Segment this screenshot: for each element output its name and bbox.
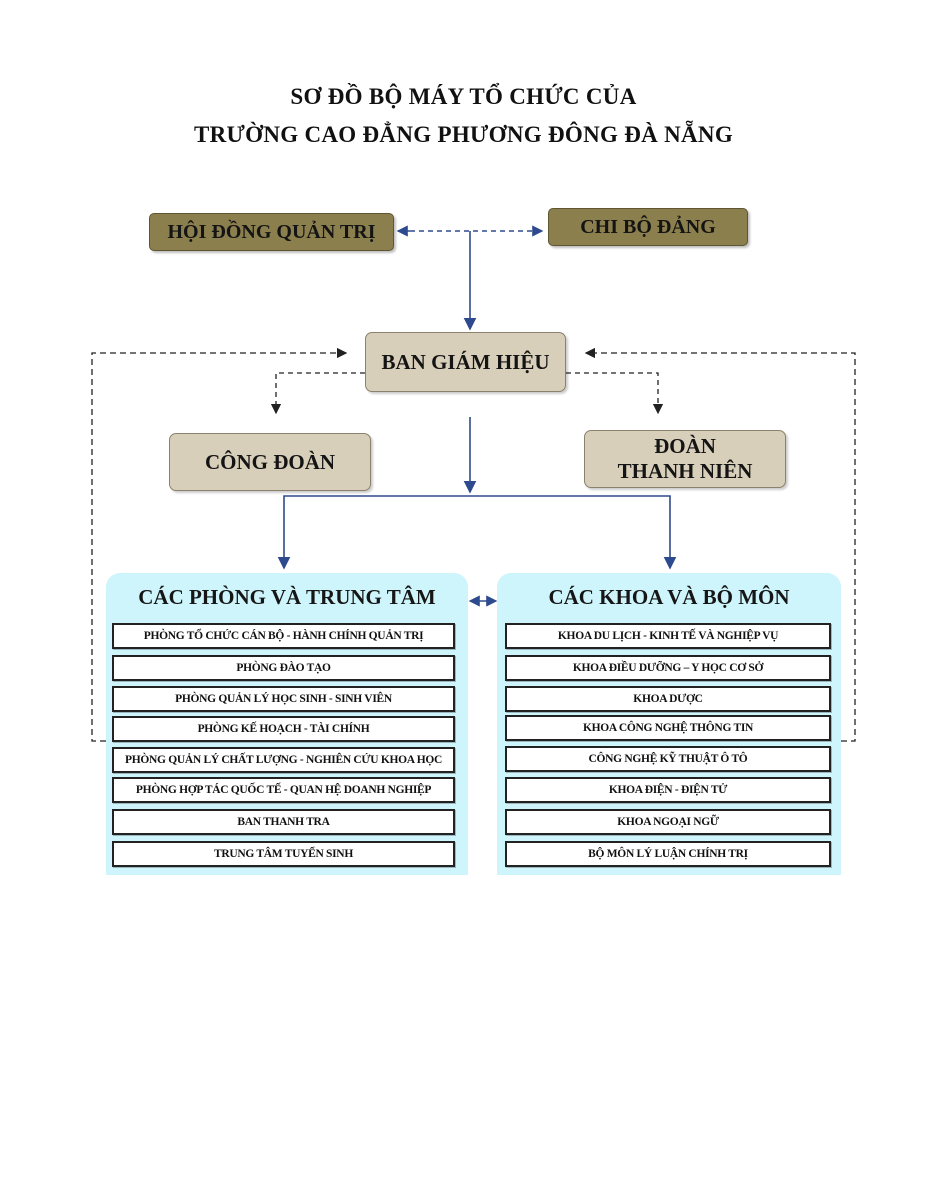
- node-cong-doan: CÔNG ĐOÀN: [169, 433, 371, 491]
- list-item-right-4: CÔNG NGHỆ KỸ THUẬT Ô TÔ: [505, 746, 831, 772]
- list-item-right-7: BỘ MÔN LÝ LUẬN CHÍNH TRỊ: [505, 841, 831, 867]
- list-item-right-3: KHOA CÔNG NGHỆ THÔNG TIN: [505, 715, 831, 741]
- list-item-right-1: KHOA ĐIỀU DƯỠNG – Y HỌC CƠ SỞ: [505, 655, 831, 681]
- node-hoi-dong-quan-tri: HỘI ĐỒNG QUẢN TRỊ: [149, 213, 394, 251]
- node-ban-giam-hieu-label: BAN GIÁM HIỆU: [381, 349, 550, 374]
- branch-right: [470, 495, 677, 570]
- node-chi-bo-dang: CHI BỘ ĐẢNG: [548, 208, 748, 246]
- node-chi-bo-dang-label: CHI BỘ ĐẢNG: [580, 215, 716, 238]
- branch-left: [277, 495, 470, 570]
- panel-khoa-bo-mon-title: CÁC KHOA VÀ BỘ MÔN: [548, 585, 790, 609]
- node-doan-thanh-nien-line2: THANH NIÊN: [617, 459, 753, 483]
- list-item-right-5: KHOA ĐIỆN - ĐIỆN TỬ: [505, 777, 831, 803]
- panel-phong-trung-tam-title: CÁC PHÒNG VÀ TRUNG TÂM: [138, 585, 436, 609]
- list-item-left-7: TRUNG TÂM TUYỂN SINH: [112, 841, 455, 867]
- list-item-right-2: KHOA DƯỢC: [505, 686, 831, 712]
- node-ban-giam-hieu: BAN GIÁM HIỆU: [365, 332, 566, 392]
- list-item-left-0: PHÒNG TỔ CHỨC CÁN BỘ - HÀNH CHÍNH QUẢN T…: [112, 623, 455, 649]
- list-item-left-3: PHÒNG KẾ HOẠCH - TÀI CHÍNH: [112, 716, 455, 742]
- list-item-right-0: KHOA DU LỊCH - KINH TẾ VÀ NGHIỆP VỤ: [505, 623, 831, 649]
- list-item-left-5: PHÒNG HỢP TÁC QUỐC TẾ - QUAN HỆ DOANH NG…: [112, 777, 455, 803]
- arrow-to-cong-doan: [270, 372, 365, 415]
- list-item-left-1: PHÒNG ĐÀO TẠO: [112, 655, 455, 681]
- list-item-left-4: PHÒNG QUẢN LÝ CHẤT LƯỢNG - NGHIÊN CỨU KH…: [112, 747, 455, 773]
- node-doan-thanh-nien: ĐOÀN THANH NIÊN: [584, 430, 786, 488]
- node-doan-thanh-nien-line1: ĐOÀN: [654, 434, 716, 458]
- list-item-left-2: PHÒNG QUẢN LÝ HỌC SINH - SINH VIÊN: [112, 686, 455, 712]
- list-item-right-6: KHOA NGOẠI NGỮ: [505, 809, 831, 835]
- list-item-left-6: BAN THANH TRA: [112, 809, 455, 835]
- chart-title-line-2: TRƯỜNG CAO ĐẲNG PHƯƠNG ĐÔNG ĐÀ NẴNG: [193, 122, 734, 147]
- node-cong-doan-label: CÔNG ĐOÀN: [204, 449, 336, 474]
- arrow-to-doan-tn: [566, 372, 664, 415]
- chart-title-line-1: SƠ ĐỒ BỘ MÁY TỔ CHỨC CỦA: [290, 84, 637, 109]
- node-hoi-dong-quan-tri-label: HỘI ĐỒNG QUẢN TRỊ: [167, 220, 376, 243]
